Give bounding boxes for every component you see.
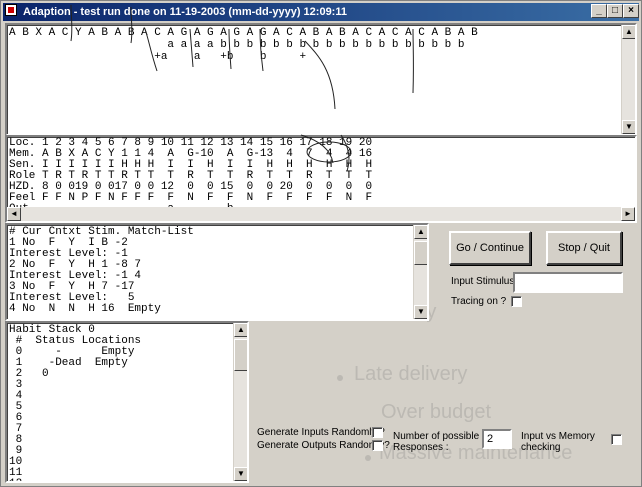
mem-row: Mem. A B X A C Y 1 1 4 A G-10 A G-13 4 7… bbox=[9, 148, 373, 160]
sequence-line: a a a a b b b b b b b b b b b b b b b b … bbox=[9, 39, 465, 51]
habit-line: 5 bbox=[9, 401, 23, 413]
habit-line: 2 0 bbox=[9, 368, 49, 380]
stop-quit-button[interactable]: Stop / Quit bbox=[546, 231, 622, 265]
maximize-icon: □ bbox=[611, 5, 619, 16]
match-line: Interest Level: 5 bbox=[9, 292, 135, 304]
gen-outputs-checkbox[interactable] bbox=[372, 440, 383, 451]
scroll-down-icon[interactable]: ▼ bbox=[414, 305, 427, 319]
scroll-thumb[interactable] bbox=[414, 241, 427, 265]
app-icon bbox=[5, 4, 17, 16]
minimize-icon: _ bbox=[596, 5, 602, 16]
habit-line: 0 - Empty bbox=[9, 346, 135, 358]
input-vs-memory-checkbox[interactable] bbox=[611, 434, 622, 445]
scroll-right-icon[interactable]: ► bbox=[621, 207, 635, 221]
close-button[interactable]: × bbox=[623, 4, 639, 18]
match-line: Interest Level: -1 4 bbox=[9, 270, 142, 282]
close-icon: × bbox=[628, 5, 634, 16]
sequence-line: A B X A C Y A B A B A C A G A G A G A G … bbox=[9, 27, 478, 39]
maximize-button[interactable]: □ bbox=[607, 4, 623, 18]
location-panel[interactable]: Loc. 1 2 3 4 5 6 7 8 9 10 11 12 13 14 15… bbox=[5, 135, 637, 223]
habit-line: 11 bbox=[9, 467, 23, 479]
window-title: Adaption - test run done on 11-19-2003 (… bbox=[23, 6, 347, 18]
input-stimulus-label: Input Stimulus : bbox=[451, 276, 520, 287]
input-vs-memory-label: checking bbox=[521, 442, 561, 453]
habit-stack-panel[interactable]: Habit Stack 0 # Status Locations 0 - Emp… bbox=[5, 321, 249, 483]
match-line: 3 No F Y H 7 -17 bbox=[9, 281, 135, 293]
scroll-left-icon[interactable]: ◄ bbox=[7, 207, 21, 221]
feel-row: Feel F F N P F N F F F F N F F N F F F F… bbox=[9, 192, 373, 204]
scroll-down-icon[interactable]: ▼ bbox=[622, 120, 635, 134]
location-hscroll[interactable]: ◄ ► bbox=[7, 207, 635, 221]
num-responses-label: Responses : bbox=[393, 442, 449, 453]
bleed-through-item: Over budget bbox=[381, 401, 492, 423]
match-line: 4 No N N H 16 Empty bbox=[9, 303, 161, 315]
scroll-up-icon[interactable]: ▲ bbox=[414, 225, 427, 239]
habit-line: 1 -Dead Empty bbox=[9, 357, 128, 369]
scroll-thumb[interactable] bbox=[234, 339, 247, 371]
scroll-up-icon[interactable]: ▲ bbox=[234, 323, 247, 337]
habit-line: 12 bbox=[9, 478, 22, 481]
habit-line: Habit Stack 0 bbox=[9, 324, 95, 336]
gen-outputs-label: Generate Outputs Randomly? bbox=[257, 440, 390, 451]
num-responses-field[interactable]: 2 bbox=[482, 429, 512, 449]
habit-line: # Status Locations bbox=[9, 335, 142, 347]
habit-line: 3 bbox=[9, 379, 23, 391]
gen-inputs-checkbox[interactable] bbox=[372, 427, 383, 438]
habit-line: 4 bbox=[9, 390, 23, 402]
hzd-row: HZD. 8 0 019 0 017 0 0 12 0 0 15 0 0 20 … bbox=[9, 181, 373, 193]
scroll-up-icon[interactable]: ▲ bbox=[622, 25, 635, 39]
match-list-panel[interactable]: # Cur Cntxt Stim. Match-List 1 No F Y I … bbox=[5, 223, 429, 321]
sequence-vscroll[interactable]: ▲ ▼ bbox=[621, 25, 635, 134]
role-row: Role T R T R T T R T T T R T T R T T R T… bbox=[9, 170, 373, 182]
habit-line: 10 bbox=[9, 456, 23, 468]
sequence-line: +a a +b b + bbox=[9, 51, 307, 63]
sequence-panel[interactable]: A B X A C Y A B A B A C A G A G A G A G … bbox=[5, 23, 637, 136]
title-bar[interactable]: Adaption - test run done on 11-19-2003 (… bbox=[3, 3, 639, 21]
match-line: 1 No F Y I B -2 bbox=[9, 237, 128, 249]
num-responses-label: Number of possible bbox=[393, 431, 480, 442]
go-continue-button[interactable]: Go / Continue bbox=[449, 231, 531, 265]
scroll-down-icon[interactable]: ▼ bbox=[234, 467, 247, 481]
habit-line: 6 bbox=[9, 412, 23, 424]
input-vs-memory-label: Input vs Memory bbox=[521, 431, 595, 442]
minimize-button[interactable]: _ bbox=[591, 4, 607, 18]
input-stimulus-field[interactable] bbox=[513, 272, 623, 293]
tracing-checkbox[interactable] bbox=[511, 296, 522, 307]
match-line: # Cur Cntxt Stim. Match-List bbox=[9, 226, 194, 238]
gen-inputs-label: Generate Inputs Randomly ? bbox=[257, 427, 385, 438]
habit-line: 9 bbox=[9, 445, 23, 457]
go-continue-label: Go / Continue bbox=[456, 242, 524, 254]
bleed-through-item: Late delivery bbox=[354, 363, 468, 385]
stop-quit-label: Stop / Quit bbox=[558, 242, 610, 254]
bullet-icon bbox=[337, 375, 343, 381]
bleed-through-item: Massive maintenance bbox=[379, 442, 573, 464]
match-vscroll[interactable]: ▲ ▼ bbox=[413, 225, 427, 319]
match-line: Interest Level: -1 bbox=[9, 248, 128, 260]
habit-vscroll[interactable]: ▲ ▼ bbox=[233, 323, 247, 481]
match-line: 2 No F Y H 1 -8 7 bbox=[9, 259, 142, 271]
habit-line: 8 bbox=[9, 434, 23, 446]
bullet-icon bbox=[365, 455, 371, 461]
tracing-label: Tracing on ? bbox=[451, 296, 507, 307]
habit-line: 7 bbox=[9, 423, 23, 435]
